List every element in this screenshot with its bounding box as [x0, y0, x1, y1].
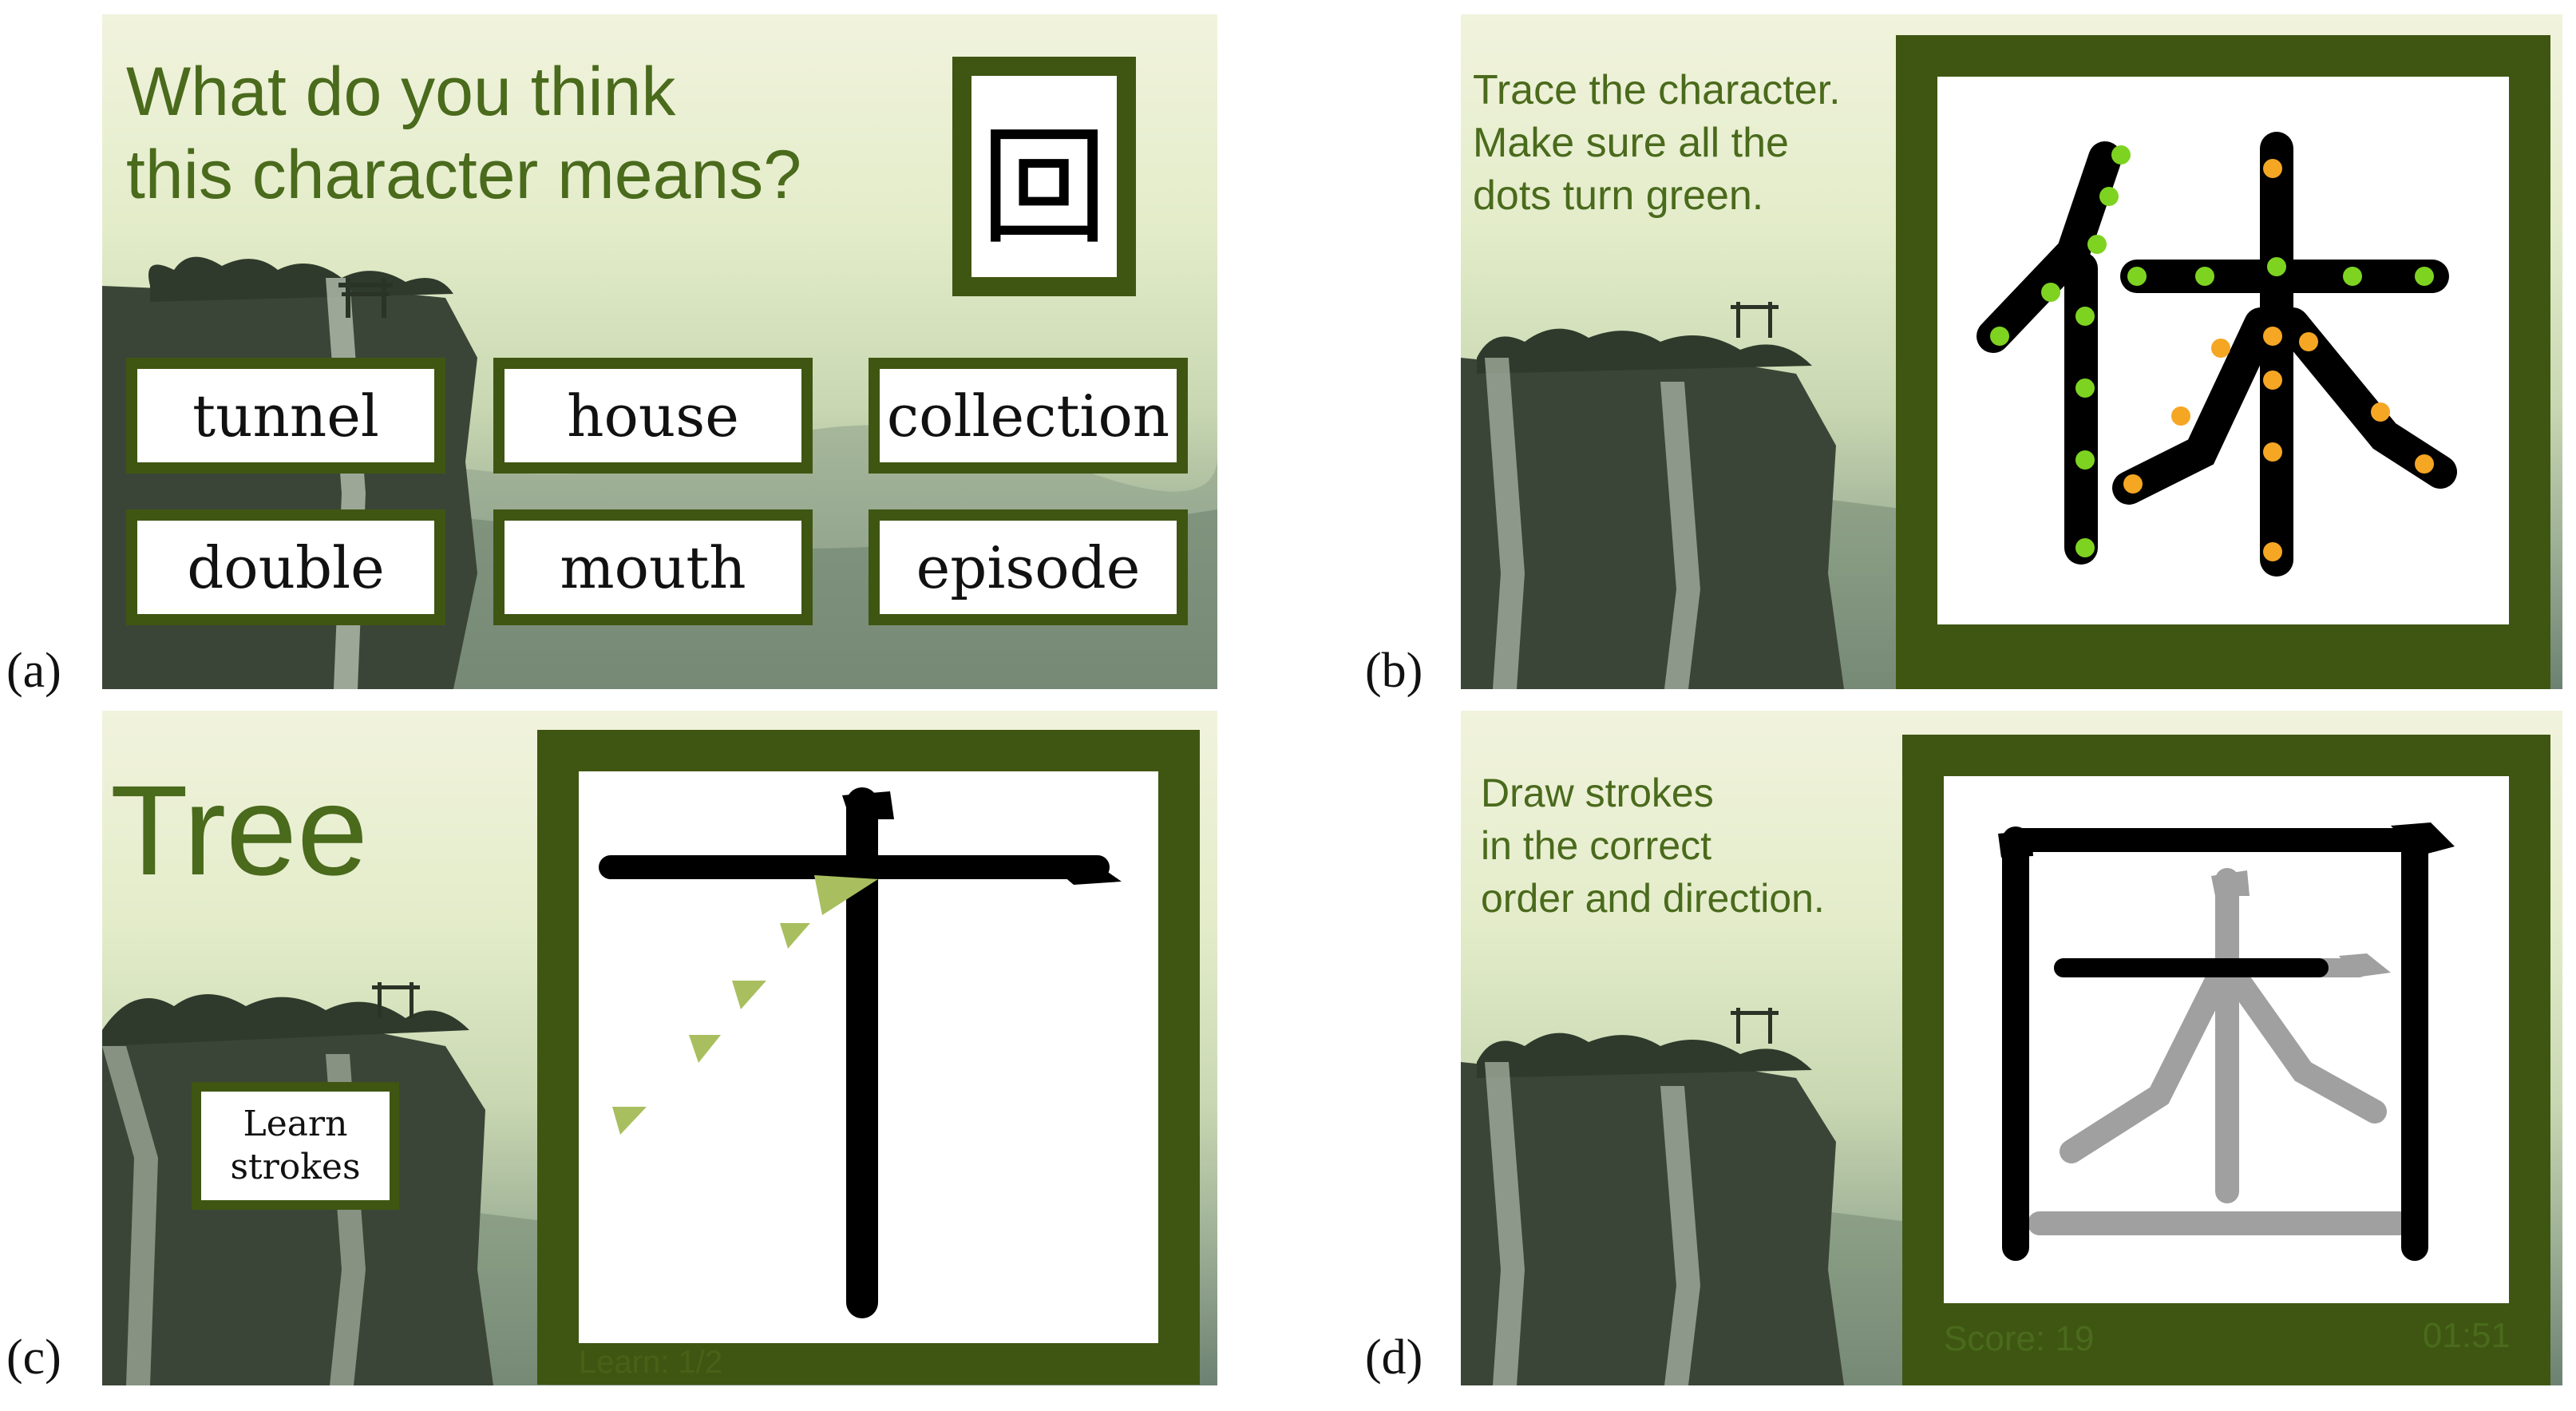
- answer-option-label: double: [137, 521, 434, 614]
- answer-option-mouth[interactable]: mouth: [493, 509, 813, 625]
- panel-a-label: (a): [6, 644, 61, 698]
- learn-strokes-label: Learn strokes: [201, 1092, 390, 1200]
- answer-option-tunnel[interactable]: tunnel: [126, 358, 445, 474]
- question-character: 回: [979, 113, 1108, 262]
- answer-option-double[interactable]: double: [126, 509, 445, 625]
- character-meaning-word: Tree: [110, 759, 369, 902]
- trace-instruction: Trace the character. Make sure all the d…: [1473, 67, 1841, 219]
- landscape-background: [1461, 1008, 1908, 1385]
- stroke-demo-frame: Learn: 1/2: [537, 730, 1200, 1385]
- answer-option-label: collection: [880, 369, 1177, 462]
- stroke-demo-strokes: [599, 787, 1122, 1318]
- panel-c-label: (c): [6, 1330, 61, 1385]
- traced-character-strokes: [1977, 132, 2457, 577]
- answer-option-label: mouth: [505, 521, 801, 614]
- panel-b-label: (b): [1365, 644, 1423, 698]
- panel-d: Draw strokes in the correct order and di…: [1461, 711, 2562, 1385]
- learn-progress: Learn: 1/2: [579, 1345, 723, 1380]
- draw-canvas-frame: Score: 19 01:51: [1902, 735, 2550, 1385]
- trace-canvas-frame: [1896, 35, 2550, 689]
- draw-instruction: Draw strokes in the correct order and di…: [1481, 771, 1825, 921]
- panel-b: Trace the character. Make sure all the d…: [1461, 14, 2562, 689]
- draw-character-strokes: [1998, 822, 2455, 1261]
- stroke-direction-arrows: [612, 875, 878, 1135]
- answer-option-episode[interactable]: episode: [869, 509, 1188, 625]
- landscape-background: [1461, 302, 1908, 689]
- panel-c: Tree Learn strokes Learn: 1/2: [102, 711, 1217, 1385]
- trace-canvas[interactable]: [1937, 77, 2509, 624]
- panel-d-label: (d): [1365, 1330, 1423, 1385]
- timer-display: 01:51: [2422, 1316, 2511, 1355]
- panel-a: What do you think this character means? …: [102, 14, 1217, 689]
- answer-option-collection[interactable]: collection: [869, 358, 1188, 474]
- learn-strokes-button[interactable]: Learn strokes: [192, 1082, 399, 1210]
- question-prompt: What do you think this character means?: [126, 54, 802, 213]
- answer-option-label: house: [505, 369, 801, 462]
- score-display: Score: 19: [1944, 1319, 2095, 1358]
- answer-option-label: episode: [880, 521, 1177, 614]
- question-character-frame: 回: [952, 57, 1136, 296]
- stroke-demo-canvas: [579, 771, 1158, 1343]
- draw-canvas[interactable]: [1944, 776, 2509, 1303]
- answer-option-label: tunnel: [137, 369, 434, 462]
- answer-option-house[interactable]: house: [493, 358, 813, 474]
